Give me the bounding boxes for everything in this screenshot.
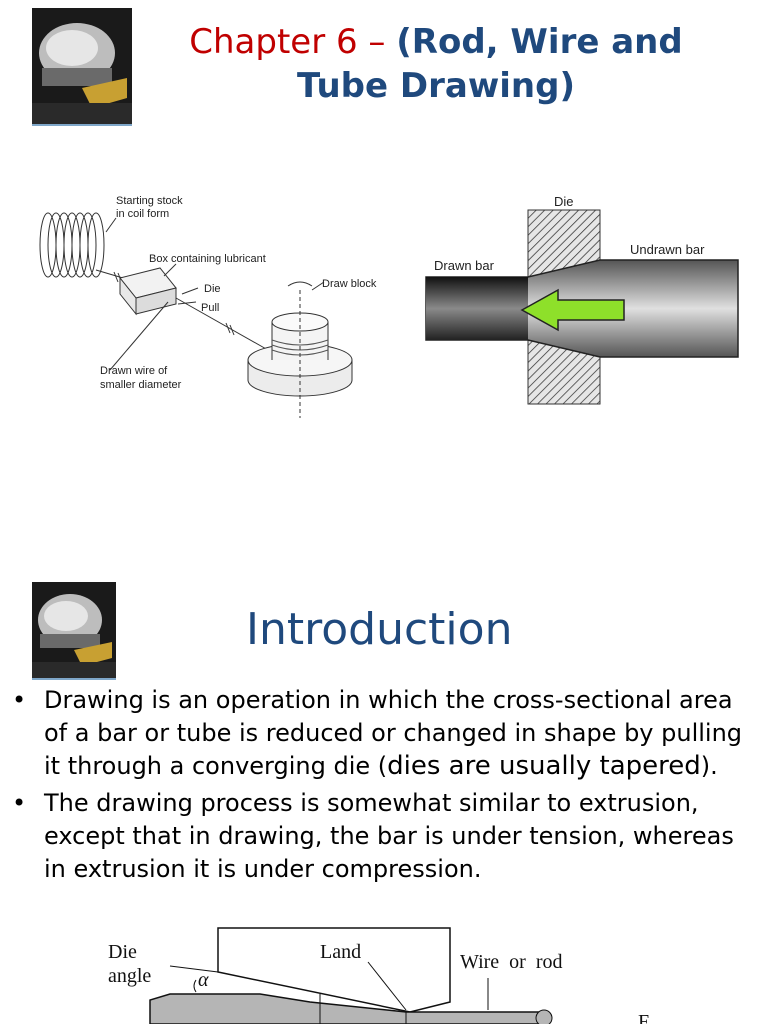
bullet-text-emphasis: dies are usually tapered	[387, 751, 701, 781]
label-land: Land	[320, 941, 361, 963]
title-topic: (Rod, Wire and Tube Drawing)	[297, 22, 683, 106]
label-alpha: α	[198, 969, 209, 991]
label-wire-or-rod: Wire or rod	[460, 951, 563, 973]
bullet-text-a: Drawing is an operation in which the cro…	[44, 686, 743, 780]
label-die-angle-angle: angle	[108, 965, 151, 987]
label-drawn-bar: Drawn bar	[434, 258, 495, 273]
bullet-dot: •	[12, 686, 27, 714]
bullet-text-c: ).	[700, 752, 718, 780]
slide-title: Chapter 6 – (Rod, Wire and Tube Drawing)	[156, 20, 716, 108]
label-coil-form: in coil form	[116, 208, 169, 220]
label-undrawn-bar: Undrawn bar	[630, 242, 705, 257]
label-box-lubricant: Box containing lubricant	[149, 253, 266, 265]
bullet-list: • Drawing is an operation in which the c…	[10, 684, 760, 890]
label-smaller-diameter: smaller diameter	[100, 379, 182, 391]
label-drawn-wire: Drawn wire of	[100, 365, 168, 377]
label-die-angle-die: Die	[108, 941, 137, 963]
bullet-text: The drawing process is somewhat similar …	[44, 789, 734, 883]
bullet-dot: •	[12, 789, 27, 817]
label-die-right: Die	[554, 194, 574, 209]
wire-drawing-setup-figure: Starting stock in coil form Box containi…	[39, 195, 377, 418]
bullet-item: • The drawing process is somewhat simila…	[10, 787, 760, 886]
label-force-f: F	[638, 1011, 649, 1024]
label-starting-stock: Starting stock	[116, 195, 183, 207]
lathe-thumbnail-image-2	[32, 582, 116, 680]
label-die: Die	[204, 283, 221, 295]
bar-drawing-die-figure: Die Undrawn bar Drawn bar	[425, 194, 739, 405]
section-heading: Introduction	[246, 604, 513, 655]
bullet-item: • Drawing is an operation in which the c…	[10, 684, 760, 783]
label-pull: Pull	[201, 302, 219, 314]
bullet-text: Drawing is an operation in which the cro…	[44, 684, 760, 783]
label-draw-block: Draw block	[322, 278, 377, 290]
lathe-thumbnail-image	[32, 8, 132, 126]
die-cross-section-figure: Die angle α Land Wire or rod F	[108, 927, 649, 1024]
title-chapter: Chapter 6 –	[189, 22, 397, 62]
